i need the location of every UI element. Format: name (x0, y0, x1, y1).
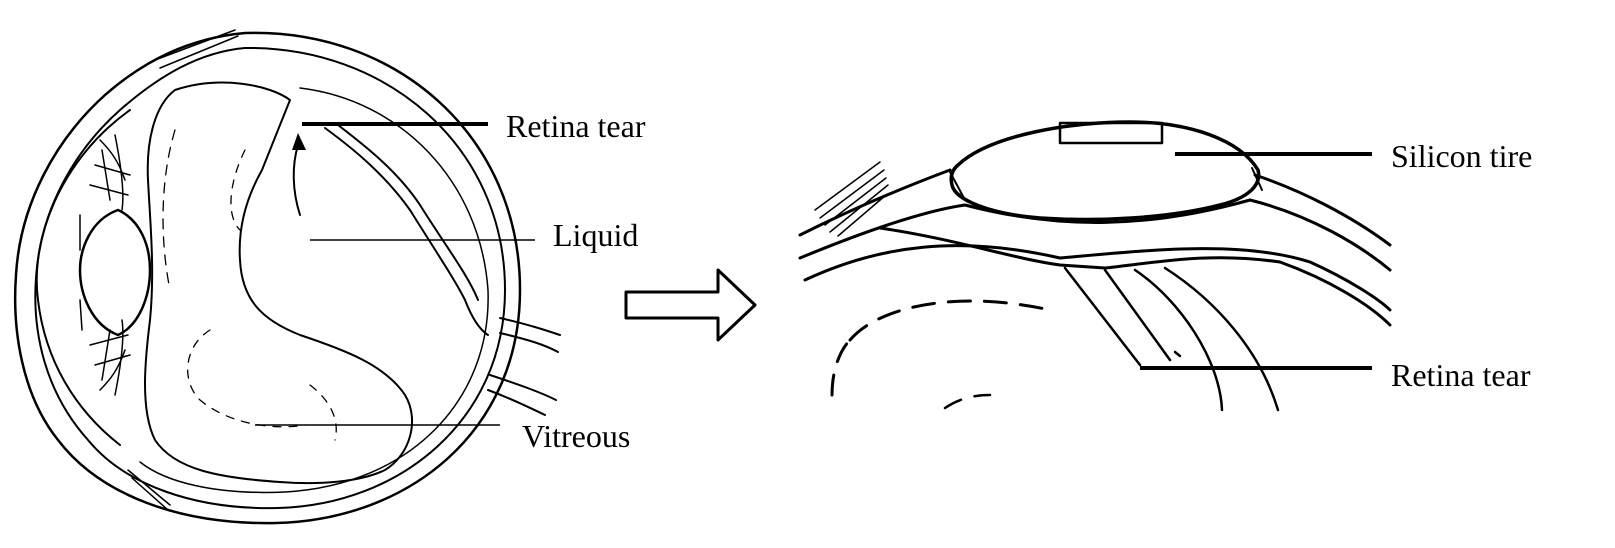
silicon-tire (951, 122, 1258, 219)
label-silicon-tire: Silicon tire (1391, 138, 1532, 174)
detached-retina (325, 125, 488, 335)
label-liquid: Liquid (553, 217, 638, 253)
vitreous-dashes-2 (188, 330, 305, 427)
vitreous-dashes-4 (310, 385, 336, 440)
sclera-layer-3 (805, 246, 1390, 310)
zoom-vitreous-dash-3 (945, 395, 990, 408)
zoom-vitreous-dot (1175, 352, 1180, 356)
zoom-vitreous-dash-1 (850, 301, 1050, 340)
retina-lower-layer (1135, 268, 1278, 410)
flow-arrow-head (292, 133, 306, 150)
retina-tear-flap (1065, 268, 1170, 365)
zoomed-detail: Silicon tire Retina tear (800, 122, 1532, 410)
label-retina-tear-right: Retina tear (1391, 357, 1531, 393)
vitreous-dashes-1 (163, 130, 175, 290)
flow-arrow-shaft (294, 145, 300, 215)
retina-layer (140, 88, 488, 492)
vitreous-boundary (145, 83, 412, 484)
transition-arrow-icon (626, 270, 755, 340)
sclera-layer-1 (800, 170, 950, 235)
zoom-vitreous-dash-2 (832, 340, 850, 395)
eye-cross-section: Retina tear Liquid Vitreous (15, 30, 646, 523)
iris-top (90, 135, 130, 210)
sclera-outer (15, 33, 520, 523)
lens (80, 210, 150, 335)
label-retina-tear-left: Retina tear (506, 108, 646, 144)
sclera-layer-1b (1255, 175, 1390, 245)
label-vitreous: Vitreous (522, 418, 630, 454)
sclera-inner (35, 48, 505, 508)
optic-nerve (488, 318, 560, 415)
